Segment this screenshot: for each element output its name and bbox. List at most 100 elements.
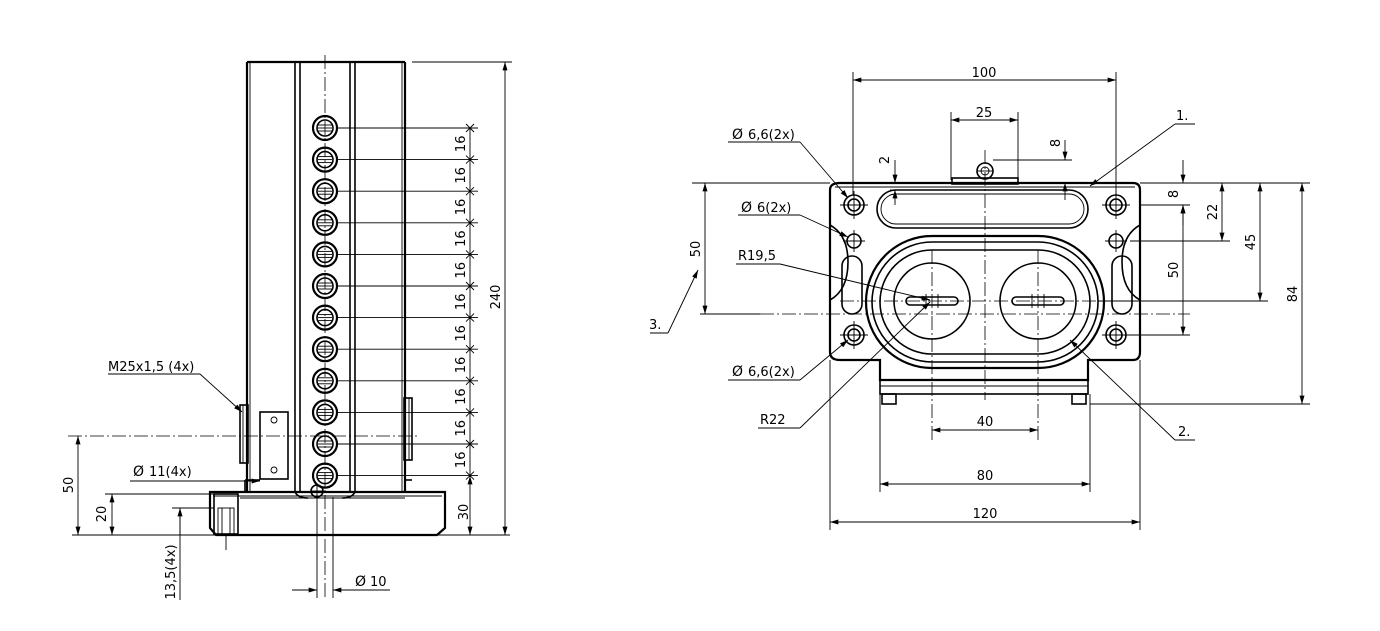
- pin-diameter-callout: Ø 10: [292, 497, 390, 598]
- dim-8-top-label: 8: [1049, 139, 1064, 147]
- dim-22: 22: [1130, 182, 1230, 242]
- dim-base-30-label: 30: [457, 504, 472, 521]
- dim-80-label: 80: [977, 469, 994, 484]
- label-2: 2.: [1178, 425, 1190, 440]
- dim-2: 2: [878, 156, 960, 205]
- callout-hole-66-bottom: Ø 6,6(2x): [728, 339, 849, 381]
- pitch-dimension-label: 16: [454, 452, 469, 469]
- bore-note: 11(4x): [149, 465, 192, 480]
- dim-2-label: 2: [878, 156, 893, 164]
- dim-axis-50-label: 50: [62, 477, 77, 494]
- callout-r195: R19,5: [736, 249, 931, 301]
- dim-45: 45: [1098, 182, 1268, 302]
- led-element: [311, 114, 339, 142]
- dim-overall-240-label: 240: [489, 285, 504, 310]
- dim-100: 100: [852, 66, 1117, 195]
- dim-22-label: 22: [1206, 204, 1221, 221]
- pitch-dimension-label: 16: [454, 325, 469, 342]
- dim-45-label: 45: [1244, 234, 1259, 251]
- led-element: [311, 272, 339, 300]
- dim-base-30: 30: [405, 476, 510, 536]
- pitch-dimension-label: 16: [454, 420, 469, 437]
- led-element: [311, 430, 339, 458]
- dim-50-right-label: 50: [1167, 262, 1182, 279]
- pitch-dimension-label: 16: [454, 294, 469, 311]
- center-pin: [310, 484, 324, 498]
- dim-foot-20-label: 20: [95, 506, 110, 523]
- dim-foot-20: 20: [95, 493, 214, 536]
- thread-callout: M25x1,5 (4x): [108, 360, 243, 413]
- hole-66-bottom-note: 6,6(2x): [748, 365, 795, 380]
- label-1: 1.: [1176, 109, 1188, 124]
- dim-50-left: 50: [689, 182, 830, 315]
- thread-note: M25x1,5 (4x): [108, 360, 194, 375]
- pitch-dimension-label: 16: [454, 388, 469, 405]
- mounting-hole-top-left: [840, 191, 868, 219]
- pitch-arrow: [465, 186, 475, 196]
- pin-note: 10: [370, 575, 387, 590]
- label-3: 3.: [649, 318, 661, 333]
- side-connector-left: [239, 404, 249, 464]
- led-element: [311, 304, 339, 331]
- mounting-hole-bottom-left: [840, 321, 868, 349]
- pitch-arrow: [465, 408, 475, 417]
- dim-counterbore-135: 13,5(4x): [164, 507, 227, 600]
- dim-axis-50: 50: [62, 436, 215, 536]
- dim-120-label: 120: [973, 507, 998, 522]
- side-connector-right: [403, 397, 413, 461]
- pitch-dimension-label: 16: [454, 230, 469, 247]
- diameter-symbol: Ø: [732, 364, 743, 380]
- hole-6-note: 6(2x): [757, 201, 791, 216]
- dim-50-left-label: 50: [689, 241, 704, 258]
- led-element: [311, 146, 339, 173]
- pitch-dimension-label: 16: [454, 136, 469, 153]
- led-element: [311, 241, 339, 268]
- led-element: [311, 336, 339, 363]
- dim-8-side-label: 8: [1167, 190, 1182, 198]
- pitch-dimension-label: 16: [454, 167, 469, 184]
- mounting-hole-top-right: [1102, 191, 1130, 219]
- led-element: [311, 462, 339, 489]
- dim-counterbore-label: 13,5(4x): [164, 544, 179, 599]
- diameter-symbol: Ø: [732, 127, 743, 143]
- pitch-dimension-label: 16: [454, 199, 469, 216]
- mounting-hole-mid-left: [843, 230, 865, 252]
- pitch-arrow: [465, 218, 475, 228]
- pitch-dimension-label: 16: [454, 357, 469, 374]
- mounting-hole-mid-right: [1105, 230, 1127, 252]
- top-slot: [876, 189, 1089, 229]
- dim-40: 40: [931, 415, 1038, 433]
- pitch-arrow: [465, 281, 475, 291]
- led-element: [311, 367, 339, 394]
- pitch-arrow: [465, 155, 475, 164]
- side-view: 16 16 16 16 16 16 16 16 16 16 16 30 240 50 20: [62, 55, 512, 600]
- bore-callout: Ø 11(4x): [130, 464, 260, 484]
- plan-view: 100 25 8 2 8: [649, 66, 1310, 530]
- dim-84: 84: [1090, 182, 1310, 405]
- pitch-arrow: [465, 313, 475, 322]
- dim-8-side: 8: [1140, 160, 1310, 225]
- dim-50-right: 50: [1130, 204, 1190, 336]
- callout-hole-66-top: Ø 6,6(2x): [728, 127, 849, 199]
- pitch-arrow: [465, 439, 475, 449]
- mounting-hole-bottom-right: [1102, 321, 1130, 349]
- led-element: [311, 209, 339, 236]
- dim-80: 80: [879, 394, 1091, 492]
- radius-195-note: R19,5: [738, 249, 776, 264]
- led-element: [311, 178, 339, 205]
- callout-hole-6: Ø 6(2x): [738, 200, 849, 238]
- diameter-symbol: Ø: [133, 464, 144, 480]
- side-slot-left: [841, 255, 863, 315]
- callout-r22: R22: [758, 301, 931, 429]
- pitch-arrow: [465, 123, 475, 133]
- pitch-dimension-chain: 16 16 16 16 16 16 16 16 16 16 16: [337, 123, 478, 480]
- diameter-symbol: Ø: [355, 574, 366, 590]
- dim-120: 120: [829, 360, 1141, 530]
- pitch-arrow: [465, 376, 475, 386]
- pitch-arrow: [465, 471, 475, 480]
- pitch-dimension-label: 16: [454, 262, 469, 279]
- pitch-arrow: [465, 344, 475, 354]
- callout-label-1: 1.: [1089, 109, 1195, 187]
- diameter-symbol: Ø: [741, 200, 752, 216]
